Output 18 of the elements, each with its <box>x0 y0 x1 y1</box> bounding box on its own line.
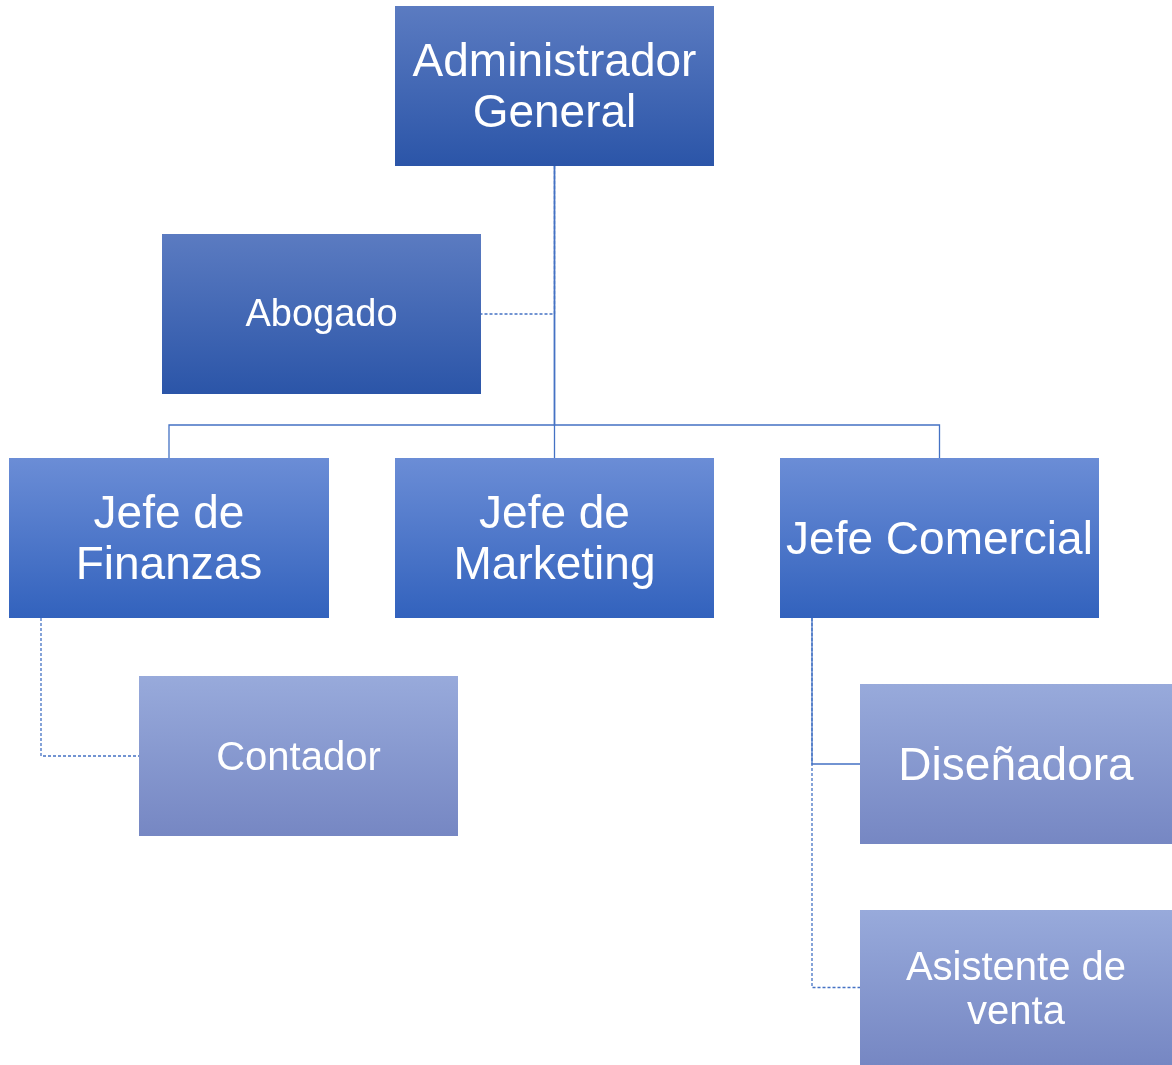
org-box <box>860 910 1172 1065</box>
role-label: Asistente de venta <box>904 943 1128 1032</box>
role-label: Diseñadora <box>898 738 1134 790</box>
connector-line <box>811 617 861 765</box>
connector-line <box>553 165 941 459</box>
org-box <box>139 676 458 836</box>
org-box <box>162 234 481 394</box>
org-box <box>860 684 1172 844</box>
org-box <box>395 6 714 166</box>
role-label: Administrador General <box>411 35 698 137</box>
role-label: Jefe Comercial <box>786 512 1093 564</box>
org-box <box>9 458 329 618</box>
org-box <box>780 458 1099 618</box>
role-label: Abogado <box>245 293 398 335</box>
role-label: Jefe de Finanzas <box>74 487 264 589</box>
role-label: Contador <box>216 734 381 778</box>
org-box <box>395 458 714 618</box>
role-label: Jefe de Marketing <box>452 487 657 589</box>
